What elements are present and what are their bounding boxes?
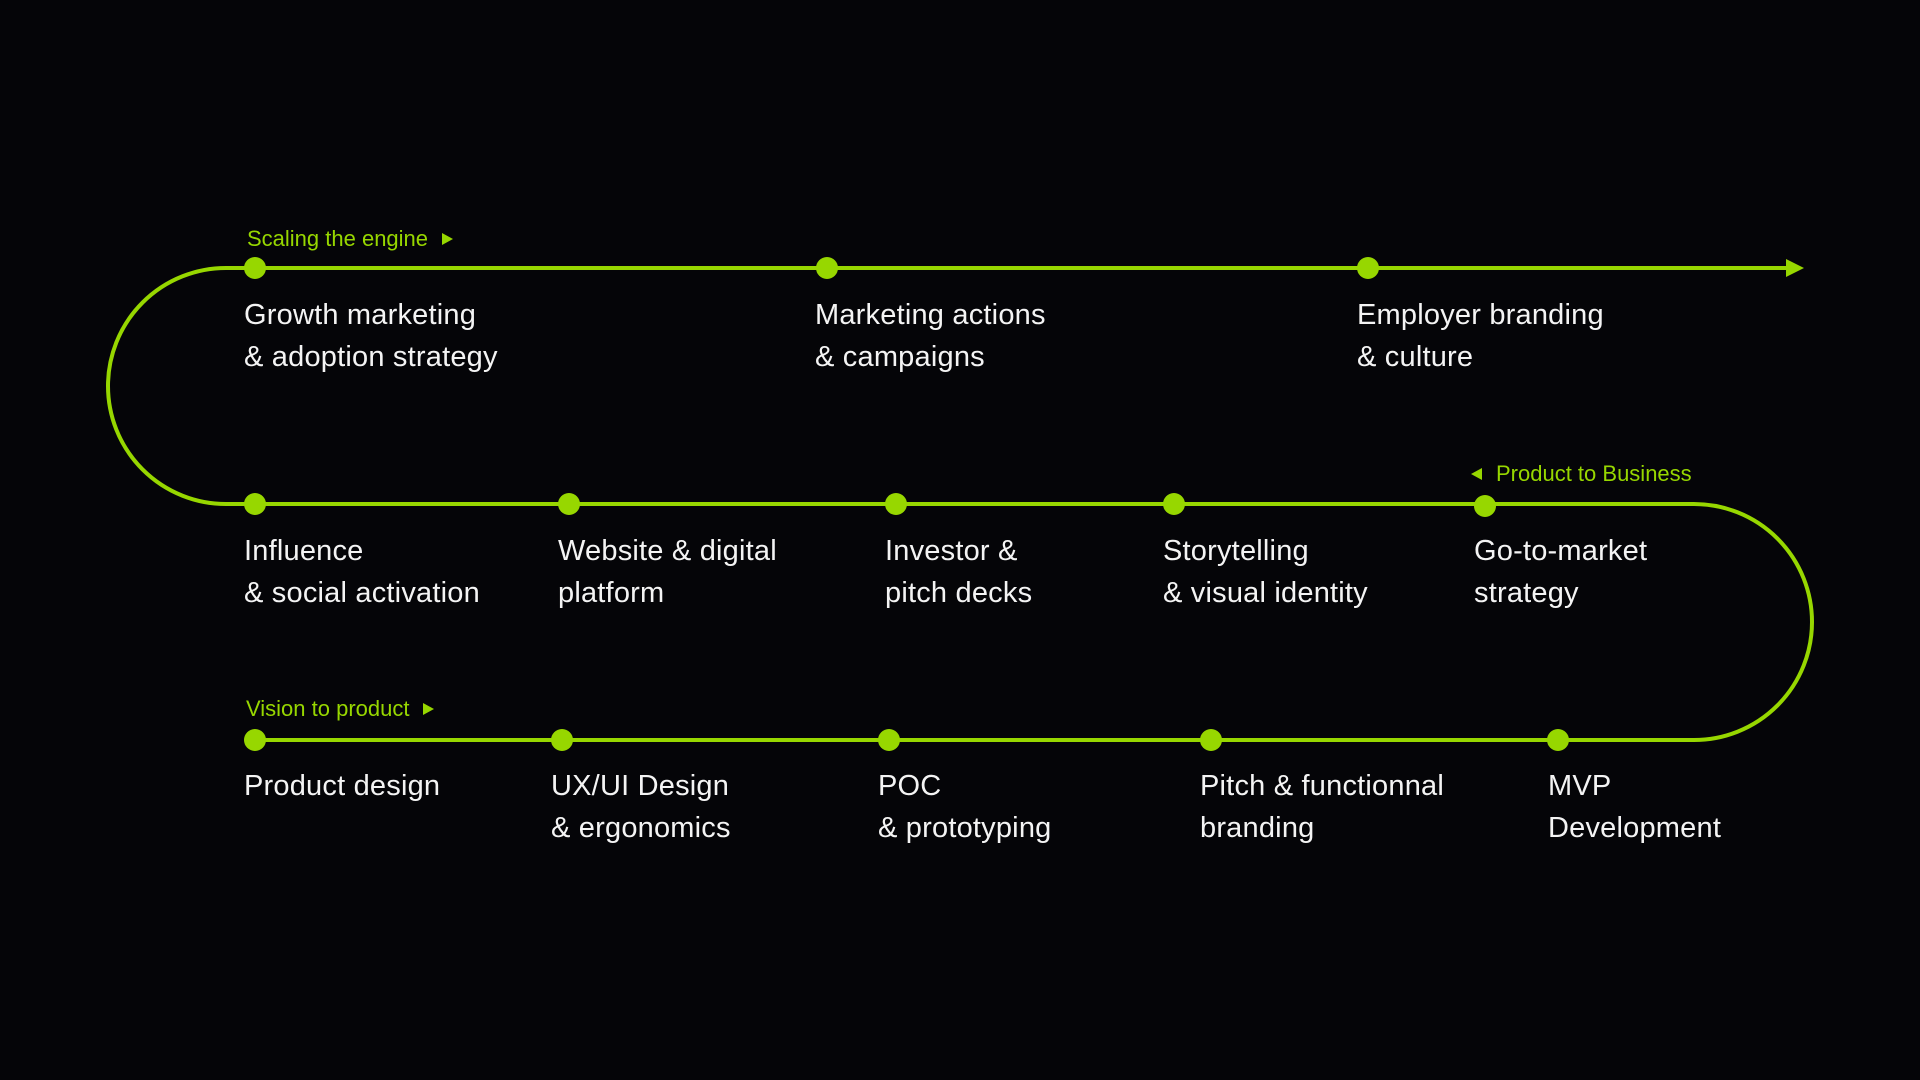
milestone-mvp: MVP Development	[1548, 765, 1721, 849]
label-line: Employer branding	[1357, 299, 1604, 331]
label-line: & campaigns	[815, 341, 985, 373]
milestone-dot	[1547, 729, 1569, 751]
milestone-website: Website & digital platform	[558, 530, 777, 614]
label-line: Storytelling	[1163, 535, 1309, 567]
milestone-growth-marketing: Growth marketing & adoption strategy	[244, 294, 498, 378]
milestone-pitch-branding: Pitch & functionnal branding	[1200, 765, 1444, 849]
label-line: Product design	[244, 770, 441, 802]
play-right-icon	[423, 703, 435, 715]
label-line: Go-to-market	[1474, 535, 1648, 567]
section-label: Product to Business	[1496, 461, 1692, 486]
milestone-dot	[878, 729, 900, 751]
label-line: UX/UI Design	[551, 770, 730, 802]
label-line: Website & digital	[558, 535, 777, 567]
milestone-employer-branding: Employer branding & culture	[1357, 294, 1604, 378]
milestone-product-design: Product design	[244, 765, 440, 807]
milestone-dot	[244, 493, 266, 515]
label-line: Development	[1548, 812, 1722, 844]
label-line: Investor &	[885, 535, 1018, 567]
milestone-storytelling: Storytelling & visual identity	[1163, 530, 1368, 614]
section-label: Vision to product	[246, 696, 410, 721]
milestone-dot	[1474, 495, 1496, 517]
label-line: & visual identity	[1163, 577, 1368, 609]
play-right-icon	[442, 233, 454, 245]
section-vision: Vision to product	[246, 696, 435, 722]
milestone-influence: Influence & social activation	[244, 530, 480, 614]
label-line: POC	[878, 770, 942, 802]
milestone-ux-ui: UX/UI Design & ergonomics	[551, 765, 731, 849]
milestone-go-to-market: Go-to-market strategy	[1474, 530, 1647, 614]
label-line: strategy	[1474, 577, 1579, 609]
milestone-dot	[816, 257, 838, 279]
play-left-icon	[1471, 468, 1482, 480]
label-line: Influence	[244, 535, 364, 567]
label-line: Marketing actions	[815, 299, 1046, 331]
milestone-dot	[551, 729, 573, 751]
label-line: MVP	[1548, 770, 1612, 802]
label-line: platform	[558, 577, 665, 609]
label-line: & culture	[1357, 341, 1474, 373]
arrow-head-icon	[1786, 259, 1804, 277]
milestone-marketing-actions: Marketing actions & campaigns	[815, 294, 1046, 378]
label-line: Pitch & functionnal	[1200, 770, 1444, 802]
milestone-dot	[1200, 729, 1222, 751]
label-line: & prototyping	[878, 812, 1052, 844]
section-label: Scaling the engine	[247, 226, 429, 251]
section-product-to-business: Product to Business	[1471, 461, 1692, 487]
milestone-poc: POC & prototyping	[878, 765, 1052, 849]
section-scaling: Scaling the engine	[247, 226, 454, 252]
milestone-dot	[244, 257, 266, 279]
milestone-investor: Investor & pitch decks	[885, 530, 1032, 614]
label-line: & ergonomics	[551, 812, 731, 844]
label-line: & social activation	[244, 577, 480, 609]
milestone-dot	[558, 493, 580, 515]
label-line: pitch decks	[885, 577, 1033, 609]
milestone-dot	[1357, 257, 1379, 279]
milestone-dot	[244, 729, 266, 751]
label-line: & adoption strategy	[244, 341, 498, 373]
serpentine-line	[106, 266, 1814, 742]
milestone-dot	[885, 493, 907, 515]
label-line: Growth marketing	[244, 299, 477, 331]
milestone-dot	[1163, 493, 1185, 515]
label-line: branding	[1200, 812, 1315, 844]
